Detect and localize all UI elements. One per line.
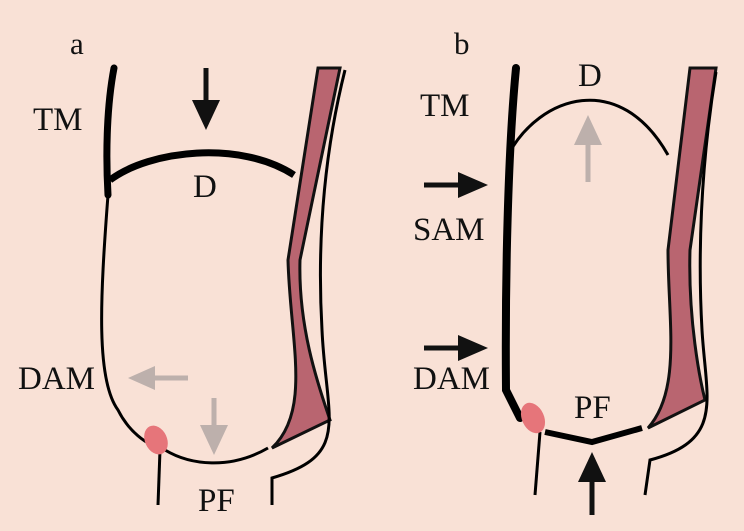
panel-b-pelvic-floor [544, 425, 643, 446]
panel-a-pelvic-node [144, 425, 168, 455]
panel-b-arrow-right-sam [424, 172, 488, 198]
panel-b-leg-left [533, 431, 542, 496]
panel-a-abdomen-contour [100, 194, 269, 465]
panel-b-arrow-right-dam [424, 335, 488, 361]
panel-b-pelvic-node [520, 402, 546, 434]
panel-a-outer-contour [270, 69, 347, 505]
panel-a-dam-label: DAM [18, 361, 96, 397]
panel-b-sam-label: SAM [413, 212, 485, 248]
panel-b-arrow-up-light [574, 115, 602, 182]
panel-b-diaphragm [506, 98, 670, 156]
panel-a-d-label: D [193, 169, 217, 205]
panel-a-diaphragm [107, 149, 296, 183]
panel-a-arrow-left-light [128, 366, 188, 390]
panel-b-thoracic-wall [501, 64, 524, 422]
panel-a-arrow-down-dark [192, 68, 220, 130]
panel-b-drawing [501, 64, 718, 496]
panel-b-d-label: D [578, 58, 602, 94]
panel-a-muscle-wall [270, 66, 342, 450]
panel-b-outer-contour [643, 71, 718, 496]
panel-a-drawing [100, 64, 347, 506]
panel-b-muscle-wall [646, 66, 718, 430]
panel-b-dam-label: DAM [413, 361, 491, 397]
panel-b-arrow-up-dark [578, 452, 606, 515]
panel-b-pf-label: PF [574, 390, 611, 426]
panel-a-thoracic-wall [103, 64, 118, 199]
panel-b-tm-label: TM [420, 88, 470, 124]
panel-a-arrow-down-light [200, 398, 228, 455]
panel-a-pf-label: PF [198, 483, 235, 519]
panel-a-tm-label: TM [33, 102, 83, 138]
panel-a-leg-left [156, 449, 162, 506]
panel-a-label: a [70, 26, 84, 61]
panel-b-label: b [454, 26, 470, 61]
